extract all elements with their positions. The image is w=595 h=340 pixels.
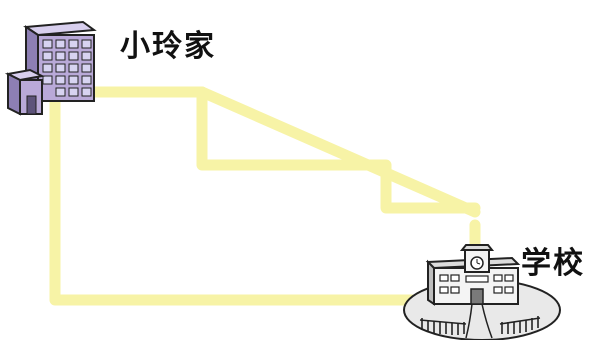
school-wall-side	[427, 259, 435, 306]
school-fence	[419, 316, 541, 335]
route-top	[49, 86, 481, 218]
building-annex-side	[7, 72, 21, 116]
school-label: 学校	[521, 246, 585, 281]
routes	[49, 86, 481, 306]
home-label: 小玲家	[120, 29, 216, 64]
school-door	[470, 288, 484, 305]
school-walkway	[465, 303, 493, 339]
apartment-building-icon	[4, 20, 97, 116]
school-windows	[439, 274, 514, 294]
building-door	[26, 95, 37, 115]
school-tower-roof	[459, 244, 495, 251]
school-building-icon	[403, 244, 561, 340]
route-staircase	[196, 86, 481, 214]
building-windows	[42, 39, 92, 97]
